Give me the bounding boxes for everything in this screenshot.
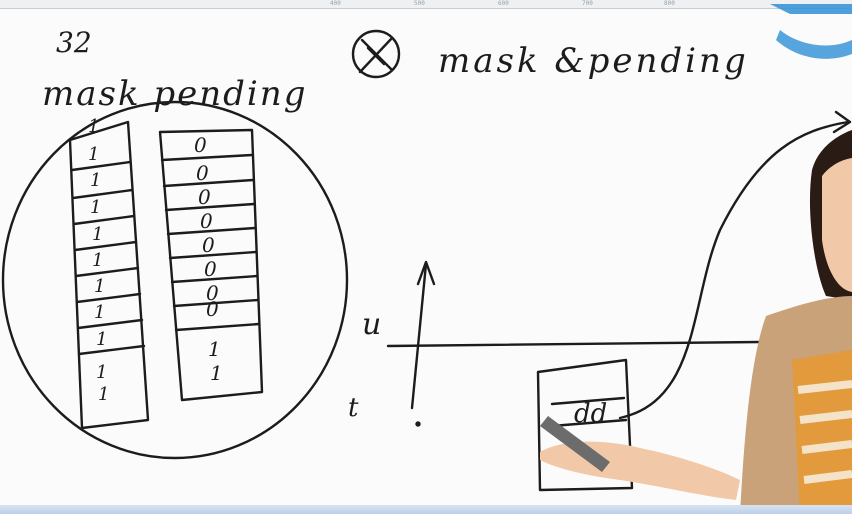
long-arrow-curve	[618, 120, 850, 420]
presenter	[540, 130, 852, 514]
pending-digit: 0	[200, 209, 213, 233]
left-title: mask pending	[42, 74, 307, 114]
box-label: dd	[574, 399, 607, 429]
mask-digit: 1	[90, 197, 101, 218]
vertical-axis	[410, 262, 428, 410]
mask-digit: 1	[96, 362, 107, 383]
mask-digit: 1	[88, 116, 99, 137]
marker-pen	[540, 416, 610, 472]
horizontal-axis	[386, 340, 762, 348]
pending-column-outline	[158, 128, 264, 402]
ruler-tick: 800	[664, 0, 675, 7]
mask-digit: 1	[92, 224, 103, 245]
pending-digit: 1	[208, 337, 221, 361]
corner-logo	[770, 4, 852, 59]
mask-digit: 1	[98, 384, 109, 405]
register-circle	[1, 100, 349, 460]
pending-digit: 0	[206, 281, 219, 305]
ruler-tick: 500	[414, 0, 425, 7]
axis-label-lower: t	[348, 393, 359, 423]
mask-digit: 1	[92, 250, 103, 271]
mask-digit: 1	[94, 276, 105, 297]
crossed-circle-mark	[351, 29, 401, 79]
bottom-bar	[0, 505, 852, 514]
presenter-face	[822, 158, 852, 292]
pending-digit: 0	[204, 257, 217, 281]
pending-digits: 0 0 0 0 0 0 0 0 1 1	[194, 133, 223, 385]
axis-arrow-head	[416, 260, 436, 286]
signal-box	[536, 358, 634, 492]
pending-column-rows	[160, 153, 261, 332]
mask-digits: 1 1 1 1 1 1 1 1 1 1 1	[88, 116, 109, 405]
axis-label: u	[362, 307, 381, 342]
pending-digit: 1	[210, 361, 223, 385]
pending-digit: 0	[196, 161, 209, 185]
top-title: mask &pending	[438, 41, 749, 81]
pending-digit: 0	[198, 185, 211, 209]
mask-digit: 1	[88, 144, 99, 165]
mask-digit: 1	[90, 170, 101, 191]
number-label: 32	[56, 26, 92, 59]
mask-digit: 1	[96, 329, 107, 350]
presenter-shirt	[792, 350, 852, 514]
presenter-hand	[540, 441, 740, 500]
mask-column-outline	[68, 120, 150, 430]
pending-digit: 0	[194, 133, 207, 157]
pending-digit: 0	[202, 233, 215, 257]
mask-digit: 1	[94, 302, 105, 323]
mask-column-rows	[70, 160, 146, 356]
ruler-tick: 400	[330, 0, 341, 7]
ruler-tick: 700	[582, 0, 593, 7]
top-ruler: 400 500 600 700 800	[0, 0, 852, 9]
pending-digit: 0	[206, 297, 219, 321]
ruler-tick: 600	[498, 0, 509, 7]
